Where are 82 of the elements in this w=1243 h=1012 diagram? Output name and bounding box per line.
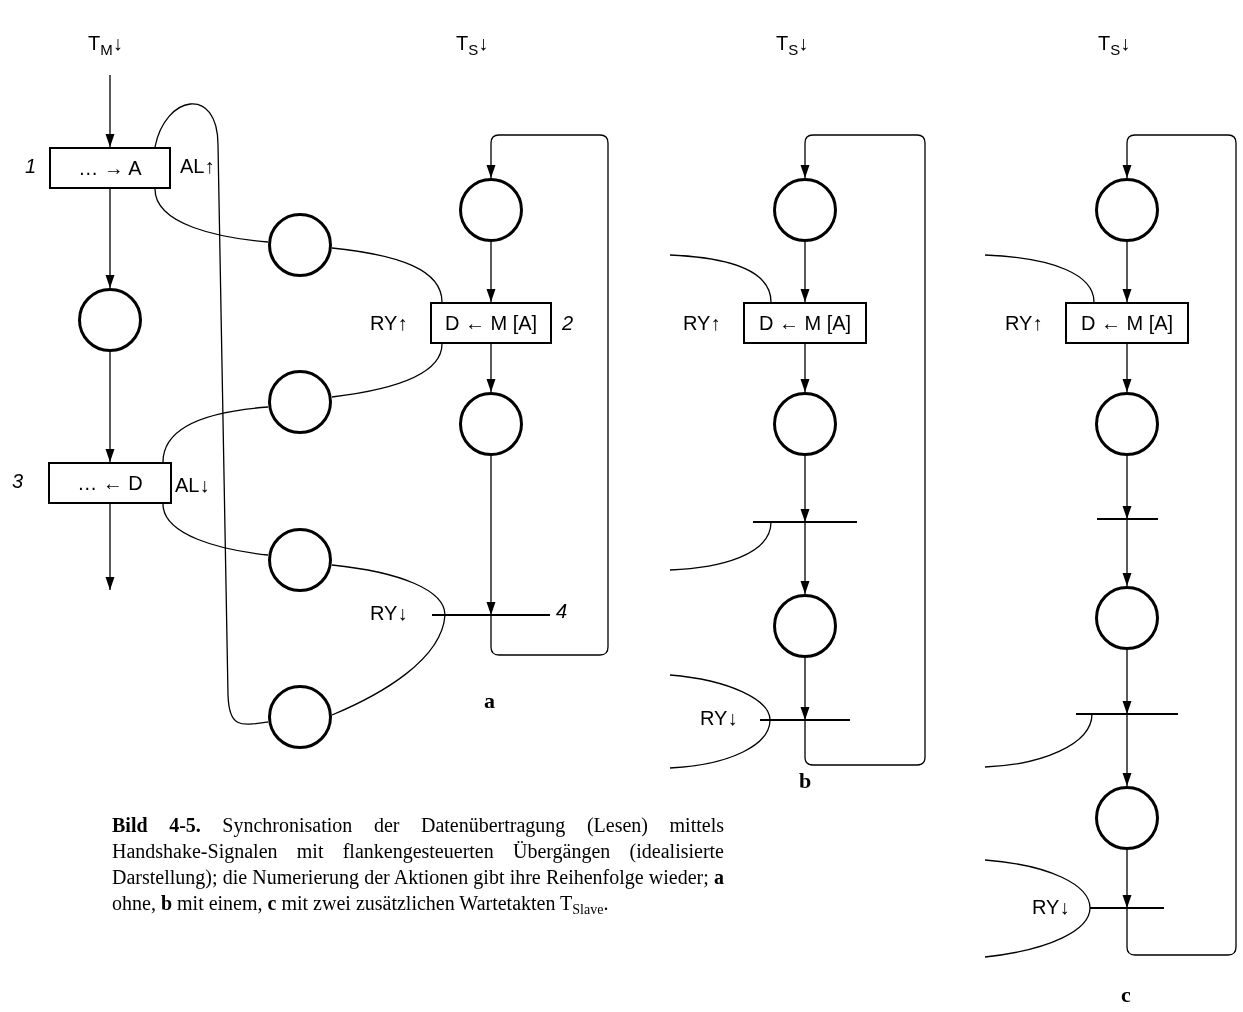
signal-label: AL↓ xyxy=(175,474,210,497)
signal-label: AL↑ xyxy=(180,155,215,178)
arrow xyxy=(1122,134,1237,956)
signal-label: RY↓ xyxy=(1032,896,1070,919)
transition-box xyxy=(743,302,867,344)
connector-line xyxy=(669,719,771,769)
arrow xyxy=(1122,518,1132,587)
connector-line xyxy=(669,674,771,721)
place-circle xyxy=(773,594,837,658)
step-number: 3 xyxy=(12,470,24,493)
action-text: … → A xyxy=(78,156,142,180)
clock-label: T$_{S}$↓ xyxy=(776,32,809,55)
connector-line xyxy=(984,713,1093,768)
step-number: 4 xyxy=(556,600,568,623)
connector-line xyxy=(154,103,269,725)
arrow xyxy=(1122,241,1132,303)
connector-line xyxy=(331,247,443,303)
part-letter: c xyxy=(1121,982,1131,1008)
arrow xyxy=(105,188,115,289)
arrow xyxy=(800,134,926,766)
clock-label: T$_{M}$↓ xyxy=(88,32,123,55)
place-circle xyxy=(268,370,332,434)
place-circle xyxy=(773,178,837,242)
place-circle xyxy=(1095,178,1159,242)
arrow xyxy=(800,455,810,523)
place-circle xyxy=(268,685,332,749)
place-circle xyxy=(268,528,332,592)
arrow xyxy=(800,241,810,303)
connector-line xyxy=(331,614,446,716)
clock-label: T$_{S}$↓ xyxy=(1098,32,1131,55)
connector-line xyxy=(331,343,443,398)
connector-line xyxy=(984,907,1091,958)
action-text: D ← M [A] xyxy=(444,311,538,335)
connector-line xyxy=(154,188,269,243)
arrow xyxy=(1122,649,1132,715)
part-letter: a xyxy=(484,688,495,714)
arrow xyxy=(105,74,115,148)
place-circle xyxy=(459,392,523,456)
transition-box xyxy=(48,462,172,504)
step-number: 1 xyxy=(25,155,37,178)
place-circle xyxy=(459,178,523,242)
place-circle xyxy=(773,392,837,456)
signal-label: RY↓ xyxy=(700,707,738,730)
action-text: … ← D xyxy=(77,471,143,495)
arrow xyxy=(105,503,115,591)
transition-box xyxy=(430,302,552,344)
clock-label: T$_{S}$↓ xyxy=(456,32,489,55)
arrow xyxy=(105,351,115,463)
connector-line xyxy=(331,564,446,616)
transition-box xyxy=(49,147,171,189)
arrow xyxy=(486,134,609,656)
connector-line xyxy=(984,254,1095,303)
arrow xyxy=(486,455,496,616)
place-circle xyxy=(1095,786,1159,850)
arrow xyxy=(486,241,496,303)
action-text: D ← M [A] xyxy=(1080,311,1174,335)
place-circle xyxy=(1095,586,1159,650)
signal-label: RY↑ xyxy=(370,312,408,335)
signal-label: RY↓ xyxy=(370,602,408,625)
place-circle xyxy=(268,213,332,277)
connector-line xyxy=(162,406,269,463)
arrow xyxy=(800,521,810,595)
arrow xyxy=(800,657,810,721)
arrow xyxy=(486,343,496,393)
arrow xyxy=(1122,343,1132,393)
connector-line xyxy=(162,503,269,556)
connector-line xyxy=(984,859,1091,909)
figure-caption: Bild 4-5. Synchronisation der Datenübertragung (Lesen) mittels Handshake-Signalen mit flankengesteuerten Übergängen (idealisierte Darstellung); die Numerierung der Aktionen gibt ihre Reihenfolge wieder; a ohne, b mit einem, c mit zwei zusätzlichen Wartetakten T$_{Slave}$. xyxy=(112,813,724,916)
connector-line xyxy=(669,521,772,571)
action-text: D ← M [A] xyxy=(758,311,852,335)
part-letter: b xyxy=(799,768,812,794)
arrow xyxy=(1122,455,1132,520)
arrow xyxy=(1122,849,1132,909)
arrow xyxy=(800,343,810,393)
place-circle xyxy=(1095,392,1159,456)
connector-line xyxy=(669,254,772,303)
place-circle xyxy=(78,288,142,352)
signal-label: RY↑ xyxy=(683,312,721,335)
transition-box xyxy=(1065,302,1189,344)
signal-label: RY↑ xyxy=(1005,312,1043,335)
arrow xyxy=(1122,713,1132,787)
step-number: 2 xyxy=(562,312,574,335)
